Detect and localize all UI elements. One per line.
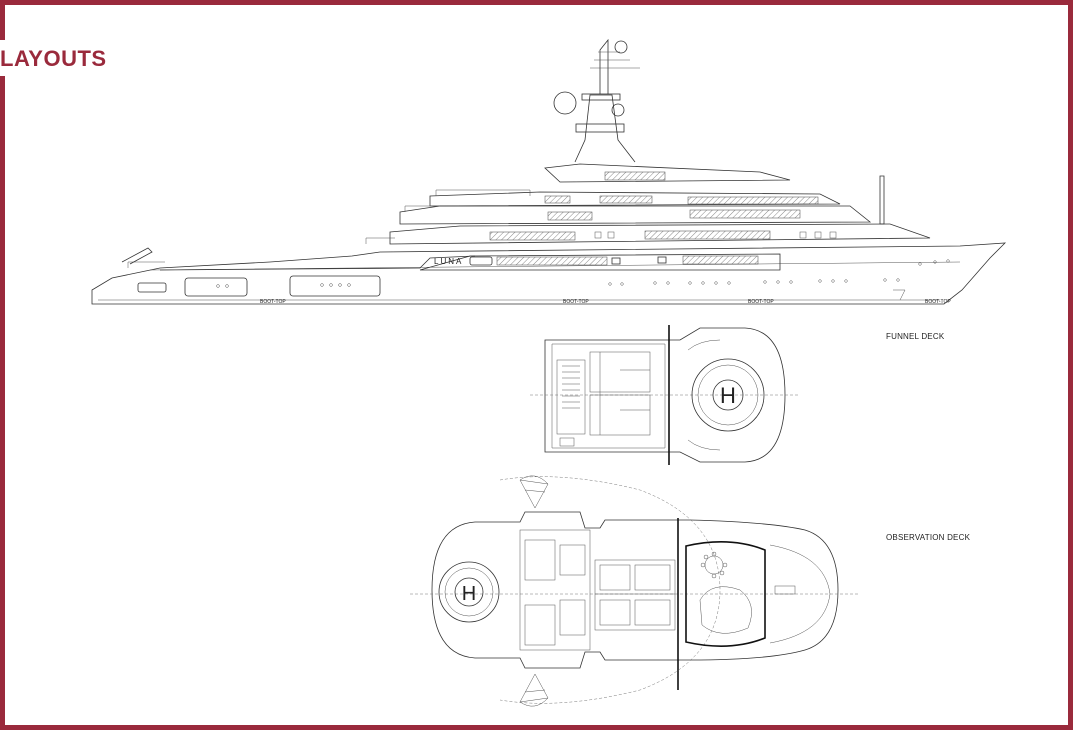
- boot-top-label: BOOT-TOP: [925, 299, 951, 305]
- yacht-side-profile: LUNA BOOT-TOP BOOT-TOP BOOT-TOP BOOT-TOP: [91, 38, 1007, 305]
- observation-deck-label: OBSERVATION DECK: [886, 533, 971, 542]
- yacht-name-plate: LUNA: [434, 257, 463, 266]
- page-title: LAYOUTS: [0, 46, 107, 71]
- observation-deck-plan: H: [410, 475, 860, 707]
- frame-left-bar-top: [0, 0, 5, 40]
- helipad-mark: H: [462, 583, 476, 605]
- funnel-deck-plan: H: [530, 325, 800, 465]
- funnel-deck-label: FUNNEL DECK: [886, 332, 945, 341]
- boot-top-label: BOOT-TOP: [260, 299, 286, 305]
- boot-top-label: BOOT-TOP: [563, 299, 589, 305]
- frame-left-bar-bottom: [0, 76, 5, 730]
- boot-top-label: BOOT-TOP: [748, 299, 774, 305]
- helipad-mark: H: [720, 383, 736, 408]
